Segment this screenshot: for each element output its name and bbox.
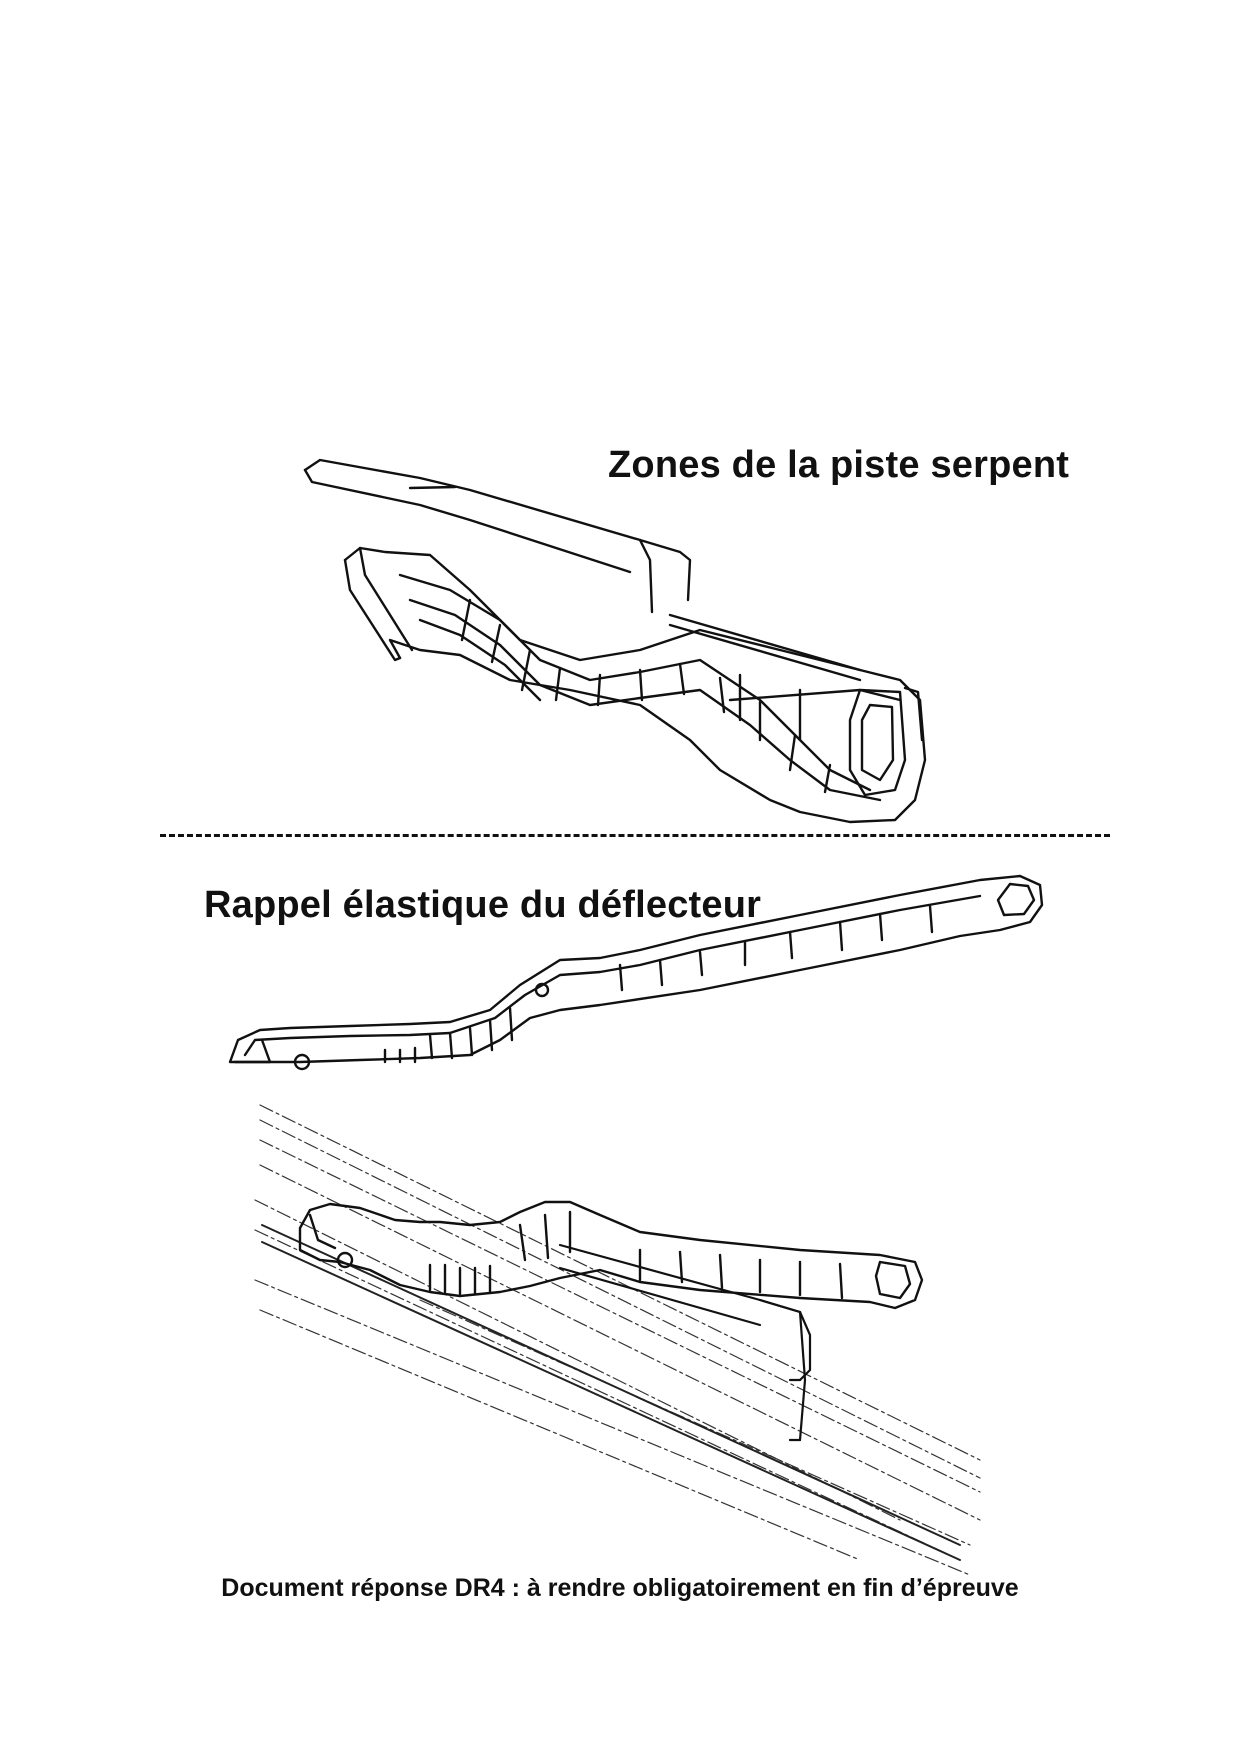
zones-section-title: Zones de la piste serpent	[608, 444, 1070, 486]
section-separator	[160, 834, 1110, 837]
footer-note: Document réponse DR4 : à rendre obligato…	[221, 1574, 1019, 1602]
rappel-section-title: Rappel élastique du déflecteur	[204, 884, 762, 926]
serpent-track-drawing	[303, 458, 927, 824]
